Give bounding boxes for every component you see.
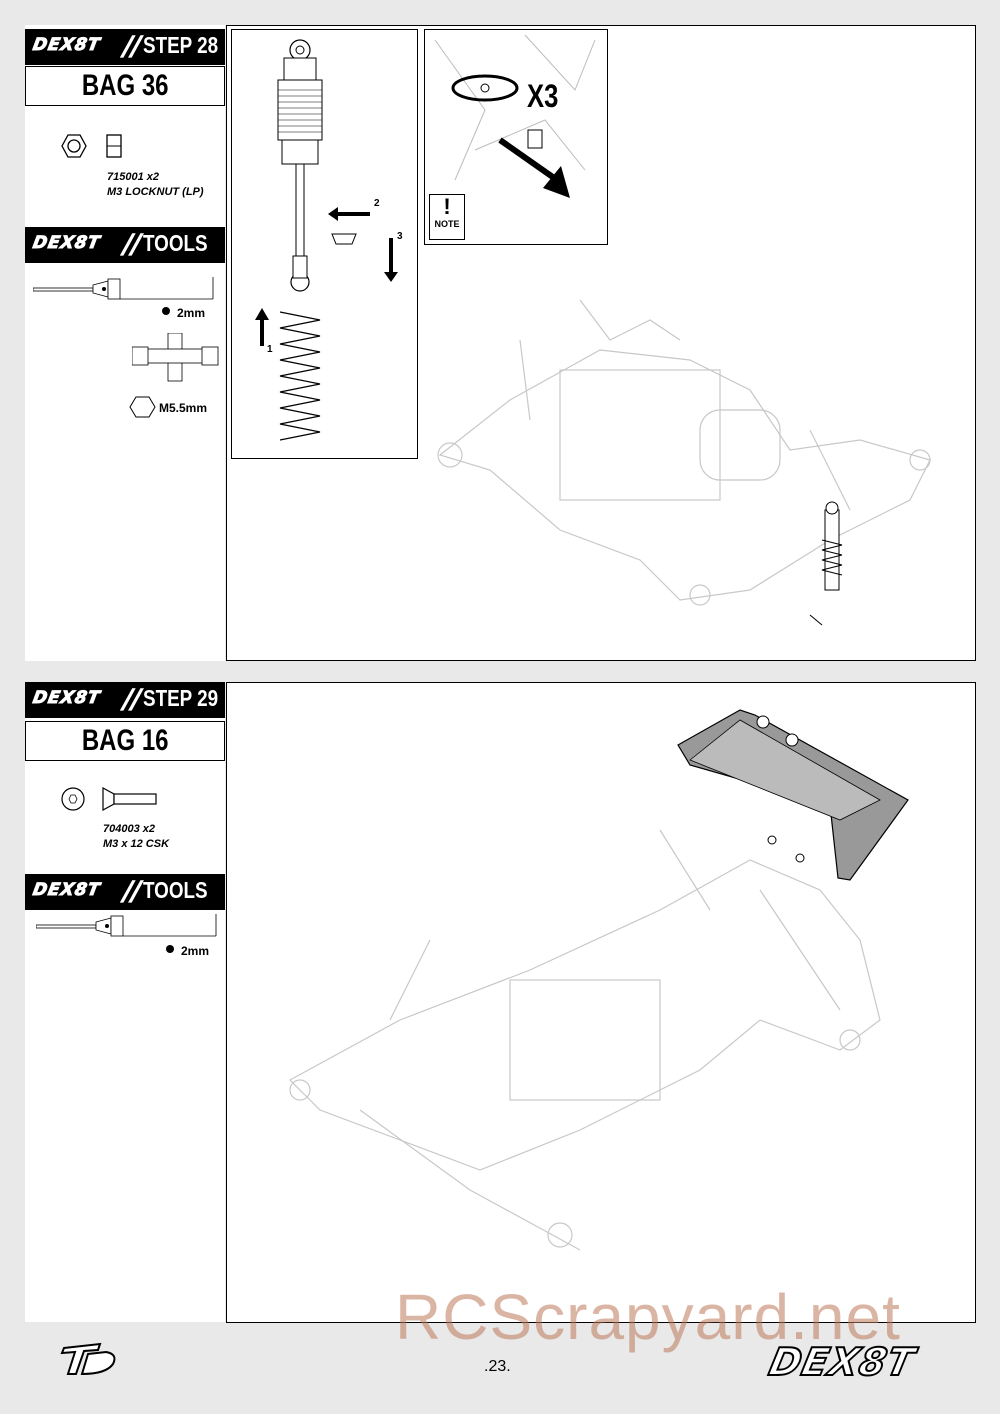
cross-wrench-icon: [132, 333, 219, 382]
note-inset: X3 ! NOTE: [424, 29, 608, 245]
note-label: NOTE: [434, 219, 460, 229]
brand-logo: DEX8T: [31, 688, 103, 709]
divider-slash: //: [117, 31, 146, 64]
tools-title: TOOLS: [143, 230, 208, 256]
step29-header: DEX8T // STEP 29: [25, 682, 225, 718]
hex-tip-icon: [166, 945, 174, 953]
brand-logo: DEX8T: [31, 880, 103, 901]
exclamation-icon: !: [443, 194, 451, 219]
part-info: 704003 x2 M3 x 12 CSK: [103, 822, 169, 852]
step-number: 3: [397, 231, 403, 242]
part-name: M3 x 12 CSK: [103, 838, 170, 850]
bag-label: BAG 16: [25, 721, 225, 761]
divider-slash: //: [117, 229, 146, 262]
step-title: STEP 29: [143, 685, 219, 711]
shock-assembly-inset: 2 3 1: [231, 29, 418, 459]
locknut-icon: [61, 134, 122, 158]
hex-driver-icon: [36, 914, 217, 937]
part-info: 715001 x2 M3 LOCKNUT (LP): [107, 170, 204, 200]
tool-size-label: 2mm: [181, 944, 210, 958]
tool-size-label: M5.5mm: [159, 401, 208, 415]
brand-logo: DEX8T: [31, 35, 103, 56]
tools-title: TOOLS: [143, 877, 208, 903]
step28-sidebar: [25, 25, 225, 661]
screw-removal-drawing: [434, 34, 596, 198]
part-code: 704003 x2: [103, 823, 155, 835]
tools-header: DEX8T // TOOLS: [25, 227, 225, 263]
step28-header: DEX8T // STEP 28: [25, 29, 225, 65]
tool-size-label: 2mm: [177, 306, 206, 320]
brand-logo: DEX8T: [31, 233, 103, 254]
wing-and-chassis-drawing: [289, 709, 909, 1251]
hex-driver-icon: [33, 277, 214, 300]
hexagon-icon: [129, 396, 156, 418]
bag-label: BAG 36: [25, 66, 225, 106]
part-name: M3 LOCKNUT (LP): [107, 186, 204, 198]
countersunk-screw-icon: [61, 786, 157, 812]
step-number: 1: [267, 344, 273, 355]
divider-slash: //: [117, 684, 146, 717]
note-badge: ! NOTE: [429, 194, 465, 240]
page-number: .23.: [484, 1358, 511, 1375]
quantity-multiplier: X3: [527, 78, 559, 114]
td-logo: [60, 1342, 116, 1376]
shock-absorber-drawing: [255, 39, 398, 441]
step-number: 2: [374, 198, 380, 209]
watermark: RCScrapyard.net: [395, 1281, 901, 1353]
tools-header: DEX8T // TOOLS: [25, 874, 225, 910]
step-title: STEP 28: [143, 32, 219, 58]
chassis-drawing: [437, 299, 931, 626]
divider-slash: //: [117, 876, 146, 909]
hex-tip-icon: [162, 307, 170, 315]
step29-sidebar: [25, 682, 225, 1322]
part-code: 715001 x2: [107, 171, 159, 183]
